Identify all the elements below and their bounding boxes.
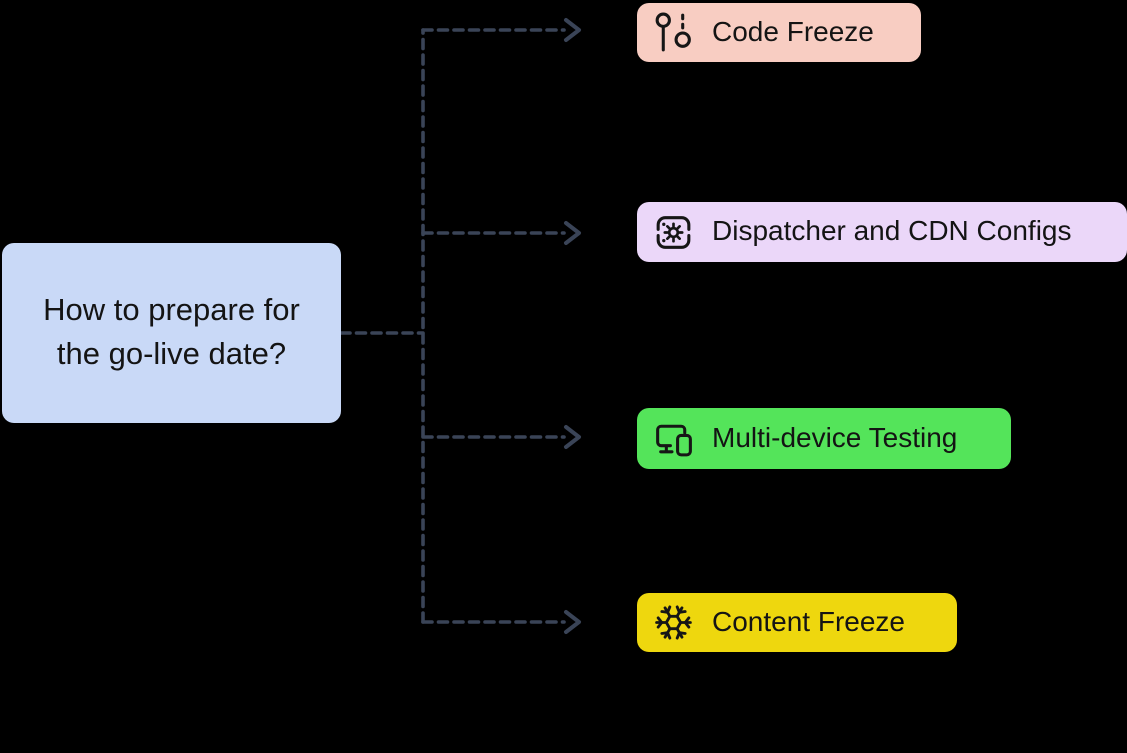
node-content-freeze[interactable]: Content Freeze [637, 593, 957, 652]
milestone-icon [651, 10, 696, 55]
node-label: Content Freeze [712, 605, 905, 637]
node-dispatcher-cdn-configs[interactable]: Dispatcher and CDN Configs [637, 202, 1127, 262]
root-node[interactable]: How to prepare for the go-live date? [2, 243, 341, 423]
dispatcher-gear-icon [651, 210, 696, 255]
node-code-freeze[interactable]: Code Freeze [637, 3, 921, 62]
node-label: Dispatcher and CDN Configs [712, 215, 1072, 246]
multi-device-icon [651, 416, 696, 461]
node-label: Multi-device Testing [712, 421, 958, 453]
node-multi-device-testing[interactable]: Multi-device Testing [637, 408, 1011, 469]
snowflake-icon [651, 600, 696, 645]
node-label: Code Freeze [712, 15, 874, 47]
arrowheads [564, 18, 581, 634]
connector-dashed-paths [339, 28, 566, 624]
root-node-label: How to prepare for the go-live date? [43, 291, 300, 371]
